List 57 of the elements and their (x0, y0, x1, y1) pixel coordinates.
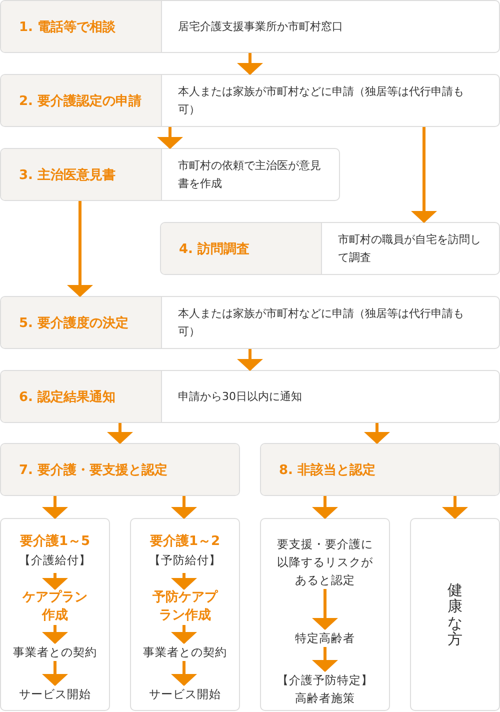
arrow (442, 496, 468, 519)
stage-text: 要支援・要介護に以降するリスクがあると認定 (276, 536, 374, 589)
step-title: 2. 要介護認定の申請 (1, 75, 162, 126)
stage-text: 特定高齢者 (294, 630, 356, 647)
stage-text: 【介護予防特定】高齢者施策 (276, 672, 374, 707)
branch-panel (130, 518, 240, 711)
step-box (0, 148, 340, 201)
arrow (312, 589, 338, 630)
arrow (67, 201, 93, 297)
step-title: 5. 要介護度の決定 (1, 297, 162, 348)
arrow (42, 661, 68, 686)
stage-heading: 要介護1～5 (18, 533, 92, 551)
stage-text: 事業者との契約 (12, 644, 98, 661)
arrow (312, 647, 338, 672)
arrow (171, 573, 197, 590)
stage-heading: ケアプラン作成 (22, 589, 88, 625)
arrow (42, 625, 68, 644)
stage-text: サービス開始 (148, 686, 222, 703)
step-title: 1. 電話等で相談 (1, 1, 162, 52)
arrow (364, 423, 390, 444)
arrow (237, 53, 263, 75)
arrow (312, 496, 338, 519)
branch-panel (0, 518, 110, 711)
step-description: 申請から30日以内に通知 (177, 388, 303, 404)
step-box (0, 74, 500, 127)
arrow (171, 496, 197, 519)
step-title: 6. 認定結果通知 (1, 371, 162, 422)
step-box (0, 296, 500, 349)
arrow (107, 423, 133, 444)
stage-heading: 予防ケアプラン作成 (152, 589, 220, 625)
step-title: 4. 訪問調査 (161, 223, 322, 274)
arrow (237, 349, 263, 371)
stage-text: 【予防給付】 (148, 552, 222, 569)
step-box (0, 0, 500, 53)
outcome-box (410, 518, 500, 711)
arrow (157, 127, 183, 149)
arrow (42, 496, 68, 519)
step-box (0, 370, 500, 423)
stage-text: サービス開始 (18, 686, 92, 703)
step-title: 3. 主治医意見書 (1, 149, 162, 200)
arrow (171, 661, 197, 686)
step-description: 本人または家族が市町村などに申請（独居等は代行申請も可） (177, 84, 465, 118)
step-description: 市町村の職員が自宅を訪問して調査 (337, 232, 482, 266)
arrow (42, 573, 68, 590)
stage-heading: 要介護1～2 (148, 533, 222, 551)
step-description: 居宅介護支援事業所か市町村窓口 (177, 18, 344, 34)
step-description: 本人または家族が市町村などに申請（独居等は代行申請も可） (177, 306, 465, 340)
outcome-text: 健康な方 (448, 582, 462, 648)
stage-text: 事業者との契約 (142, 644, 228, 661)
arrow (411, 127, 437, 223)
step-title: 7. 要介護・要支援と認定 (1, 444, 239, 495)
stage-text: 【介護給付】 (18, 552, 92, 569)
arrow (171, 625, 197, 644)
step-description: 市町村の依頼で主治医が意見書を作成 (177, 158, 322, 192)
branch-panel (260, 518, 390, 711)
step-title: 8. 非該当と認定 (261, 444, 499, 495)
step-box (160, 222, 500, 275)
